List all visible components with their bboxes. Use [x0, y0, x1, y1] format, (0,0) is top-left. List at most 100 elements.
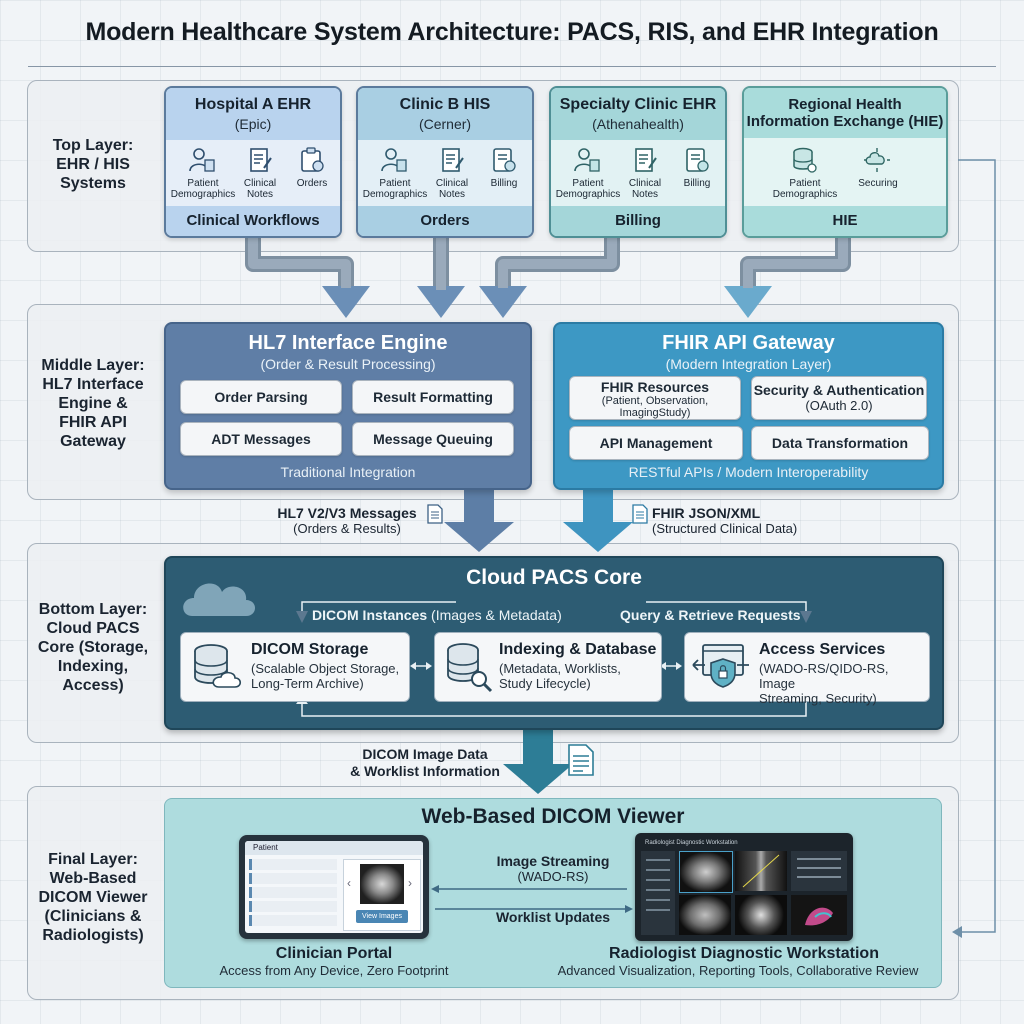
stream-title: Image Streaming: [496, 853, 610, 869]
view-images-button[interactable]: View Images: [356, 910, 408, 923]
hl7-footer: Traditional Integration: [280, 464, 416, 480]
title-divider: [28, 66, 996, 67]
clinician-tablet[interactable]: Patient ‹ › View Images: [239, 835, 429, 939]
module-label: Patient Demographics: [555, 178, 621, 200]
document-icon: [632, 504, 648, 524]
system-name: Hospital A EHR: [194, 96, 312, 113]
chevron-left-icon[interactable]: ‹: [347, 876, 351, 890]
fhir-resources-sub: (Patient, Observation, ImagingStudy): [601, 395, 709, 419]
service-desc: (Scalable Object Storage, Long-Term Arch…: [251, 661, 400, 691]
system-footer: Billing: [551, 206, 725, 236]
system-card-hie[interactable]: Regional Health Information Exchange (HI…: [742, 86, 948, 238]
final-layer-label: Final Layer: Web-Based DICOM Viewer (Cli…: [38, 851, 148, 944]
web-dicom-viewer[interactable]: Web-Based DICOM Viewer Patient ‹ › View …: [164, 798, 942, 988]
pacs-title: Cloud PACS Core: [466, 566, 642, 589]
system-card-clinic-b[interactable]: Clinic B HIS (Cerner) Patient Demographi…: [356, 86, 534, 238]
radiologist-workstation[interactable]: Radiologist Diagnostic Workstation: [635, 833, 853, 941]
hl7-interface-engine[interactable]: HL7 Interface Engine (Order & Result Pro…: [164, 322, 532, 490]
fhir-item-resources[interactable]: FHIR Resources (Patient, Observation, Im…: [569, 376, 741, 420]
hl7-item-message-queuing[interactable]: Message Queuing: [352, 422, 514, 456]
system-card-specialty-clinic[interactable]: Specialty Clinic EHR (Athenahealth) Pati…: [549, 86, 727, 238]
patient-demographics-icon: [189, 148, 215, 172]
service-access-services[interactable]: Access Services (WADO-RS/QIDO-RS, Image …: [684, 632, 930, 706]
worklist-label: Worklist Updates: [495, 909, 611, 925]
viewport-sliders[interactable]: [791, 851, 847, 891]
pacs-internal-flow-arrows: [296, 601, 812, 717]
viewport-brain-mri[interactable]: [679, 895, 731, 935]
viewport-chest-xray[interactable]: [679, 851, 733, 893]
patient-list[interactable]: [249, 859, 337, 929]
hl7-subtitle: (Order & Result Processing): [260, 356, 436, 372]
billing-icon: [686, 148, 709, 172]
middle-layer-label: Middle Layer: HL7 Interface Engine & FHI…: [41, 357, 145, 450]
bottom-layer-label: Bottom Layer: Cloud PACS Core (Storage, …: [37, 601, 149, 694]
document-icon: [568, 744, 594, 776]
fhir-security-sub: (OAuth 2.0): [805, 398, 873, 413]
fhir-item-api-management[interactable]: API Management: [569, 426, 743, 460]
storage-server-icon: [194, 644, 242, 688]
hl7-flow-title: HL7 V2/V3 Messages: [277, 505, 417, 521]
fhir-footer: RESTful APIs / Modern Interoperability: [628, 464, 869, 480]
hl7-flow-label: HL7 V2/V3 Messages (Orders & Results): [262, 505, 432, 537]
system-footer: Clinical Workflows: [166, 206, 340, 236]
image-preview: ‹ › View Images: [343, 859, 421, 931]
hl7-item-order-parsing[interactable]: Order Parsing: [180, 380, 342, 414]
service-title: Access Services: [759, 641, 886, 658]
fhir-item-data-transformation[interactable]: Data Transformation: [751, 426, 929, 460]
fhir-resources-label: FHIR Resources: [600, 379, 710, 395]
fhir-flow-sub: (Structured Clinical Data): [652, 521, 798, 536]
service-title: DICOM Storage: [251, 641, 369, 658]
fhir-item-security[interactable]: Security & Authentication (OAuth 2.0): [751, 376, 927, 420]
service-indexing-database[interactable]: Indexing & Database (Metadata, Worklists…: [434, 632, 662, 702]
module-label: Clinical Notes: [243, 178, 277, 200]
database-search-icon: [447, 643, 493, 693]
cloud-icon: [183, 583, 255, 616]
page-title: Modern Healthcare System Architecture: P…: [85, 18, 939, 46]
fhir-api-gateway[interactable]: FHIR API Gateway (Modern Integration Lay…: [553, 322, 944, 490]
hl7-item-adt-messages[interactable]: ADT Messages: [180, 422, 342, 456]
module-label: Patient Demographics: [772, 178, 838, 200]
viewer-title: Web-Based DICOM Viewer: [421, 805, 685, 828]
cloud-pacs-core[interactable]: Cloud PACS Core DICOM Instances (Images …: [164, 556, 944, 730]
system-card-hospital-a[interactable]: Hospital A EHR (Epic) Patient Demographi…: [164, 86, 342, 238]
viewport-spine[interactable]: [735, 851, 787, 891]
chevron-right-icon[interactable]: ›: [408, 876, 412, 890]
fhir-flow-title: FHIR JSON/XML: [652, 505, 761, 521]
hl7-flow-sub: (Orders & Results): [293, 521, 401, 536]
service-desc: (Metadata, Worklists, Study Lifecycle): [499, 661, 621, 691]
tablet-screen: Patient ‹ › View Images: [245, 841, 423, 933]
clinician-portal-desc: Access from Any Device, Zero Footprint: [219, 963, 449, 978]
system-vendor: (Athenahealth): [592, 116, 684, 132]
system-name: Clinic B HIS: [399, 96, 491, 113]
exchange-cloud-icon: [864, 148, 890, 172]
document-icon: [427, 504, 443, 524]
module-label: Clinical Notes: [628, 178, 662, 200]
pacs-flow-right: Query & Retrieve Requests: [620, 607, 801, 623]
pacs-flow-left-sub: (Images & Metadata): [431, 607, 562, 623]
patient-demographics-icon: [574, 148, 600, 172]
hl7-item-result-formatting[interactable]: Result Formatting: [352, 380, 514, 414]
module-label: Clinical Notes: [435, 178, 469, 200]
system-name: Specialty Clinic EHR: [559, 96, 717, 113]
viewport-3d-render[interactable]: [791, 895, 847, 935]
viewport-ct[interactable]: [735, 895, 787, 935]
service-dicom-storage[interactable]: DICOM Storage (Scalable Object Storage, …: [180, 632, 410, 702]
stream-arrows: [431, 885, 633, 913]
dicom-flow-label: DICOM Image Data & Worklist Information: [350, 746, 500, 779]
pacs-flow-left: DICOM Instances (Images & Metadata): [312, 607, 572, 623]
clinical-notes-icon: [250, 148, 272, 172]
module-label: Patient Demographics: [170, 178, 236, 200]
billing-icon: [493, 148, 516, 172]
tool-sidebar[interactable]: [641, 851, 675, 935]
system-footer: HIE: [744, 206, 946, 236]
module-label: Patient Demographics: [362, 178, 428, 200]
fhir-title: FHIR API Gateway: [662, 332, 835, 354]
module-label: Orders: [296, 178, 328, 189]
pacs-flow-left-label: DICOM Instances: [312, 607, 428, 623]
portal-header: Patient: [245, 841, 423, 855]
service-desc: (WADO-RS/QIDO-RS, Image Streaming, Secur…: [759, 661, 889, 706]
orders-icon: [301, 147, 324, 172]
system-vendor: (Cerner): [418, 116, 472, 132]
fhir-security-label: Security & Authentication: [753, 382, 925, 398]
clinician-portal-title: Clinician Portal: [275, 945, 393, 962]
